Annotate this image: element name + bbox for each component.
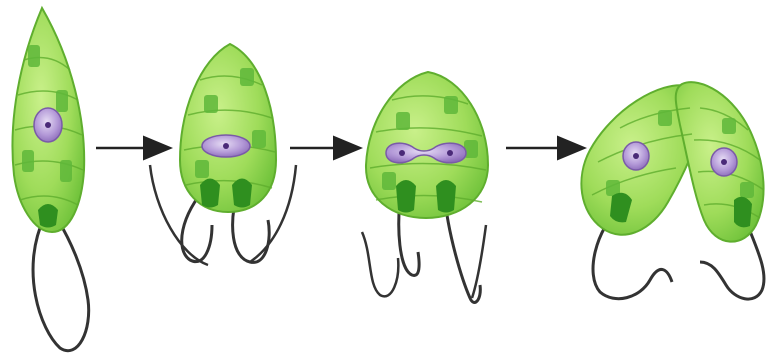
reservoir <box>38 204 58 228</box>
cell-body <box>180 44 276 212</box>
nucleolus-left <box>633 153 639 159</box>
nucleolus-left <box>399 150 405 156</box>
stage-4-cells <box>581 82 764 299</box>
nucleolus-right <box>721 159 727 165</box>
nucleolus <box>45 122 51 128</box>
reservoir-right <box>734 197 752 228</box>
stage-3-cell <box>362 72 488 302</box>
stage-2-cell <box>150 44 296 265</box>
nucleolus <box>223 143 229 149</box>
flagellum <box>33 218 89 351</box>
reservoir-left <box>396 180 416 213</box>
reservoir-right <box>232 179 252 208</box>
nucleolus-right <box>447 150 453 156</box>
flagellum-left-outer <box>362 232 398 296</box>
stage-1-cell <box>12 8 88 351</box>
reservoir-left <box>200 179 220 208</box>
reservoir-right <box>436 180 456 213</box>
